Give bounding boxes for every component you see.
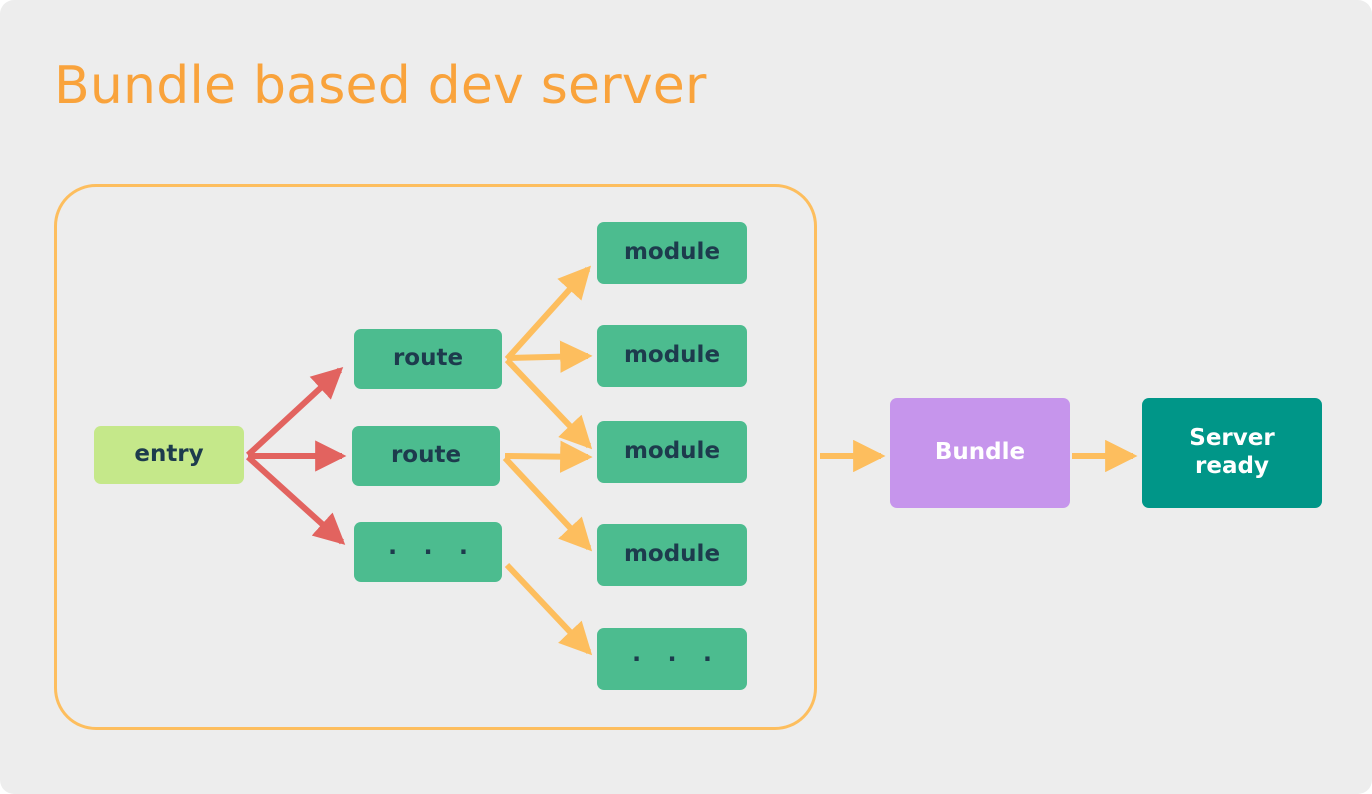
edge-route3-module5 <box>504 562 593 656</box>
node-bundle[interactable]: Bundle <box>890 398 1070 508</box>
edge-route1-module2 <box>506 340 593 373</box>
node-route-2[interactable]: route <box>352 426 500 486</box>
node-server-ready[interactable]: Server ready <box>1142 398 1322 508</box>
node-module-2[interactable]: module <box>597 325 747 387</box>
edge-entry-route1 <box>245 367 344 458</box>
node-module-1[interactable]: module <box>597 222 747 284</box>
node-route-more[interactable]: · · · <box>354 522 502 582</box>
edge-route1-module3 <box>504 357 593 450</box>
node-module-3[interactable]: module <box>597 421 747 483</box>
edge-entry-route3 <box>245 454 346 545</box>
edge-routes-to-modules <box>502 265 593 656</box>
page-title: Bundle based dev server <box>54 56 707 116</box>
bundle-scope-group <box>54 184 817 730</box>
edge-route2-module4 <box>502 455 593 552</box>
edge-route2-module3 <box>504 440 593 473</box>
node-entry[interactable]: entry <box>94 426 244 484</box>
edge-route1-module1 <box>504 265 592 362</box>
node-route-1[interactable]: route <box>354 329 502 389</box>
node-module-more[interactable]: · · · <box>597 628 747 690</box>
edge-entry-to-routes <box>245 367 347 545</box>
node-module-4[interactable]: module <box>597 524 747 586</box>
